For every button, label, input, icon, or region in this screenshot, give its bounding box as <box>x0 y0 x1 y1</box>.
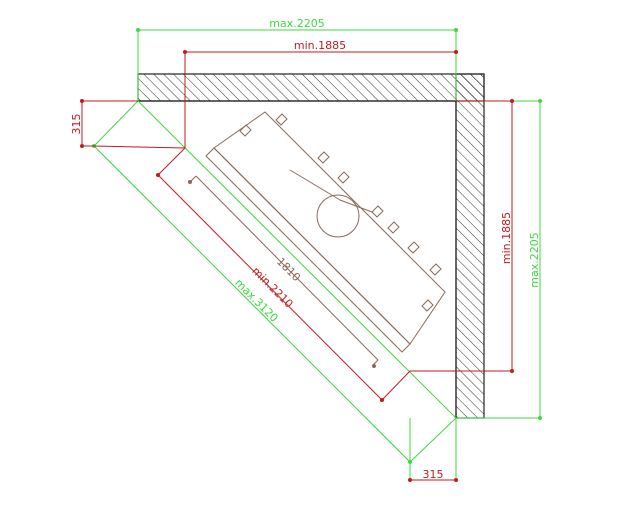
label-top-max: max.2205 <box>269 17 324 30</box>
label-bottom-depth: 315 <box>423 468 444 481</box>
max-dimension-dots <box>92 28 542 464</box>
top-wall <box>137 73 485 102</box>
walls <box>137 73 485 419</box>
min-dimensions <box>81 51 513 481</box>
label-left-depth: 315 <box>70 114 83 135</box>
right-wall <box>455 73 485 419</box>
fireplace-dots <box>188 180 376 368</box>
fireplace-unit <box>189 111 446 367</box>
label-right-max: max.2205 <box>528 232 541 287</box>
flue-opening <box>316 194 360 238</box>
label-top-min: min.1885 <box>294 39 346 52</box>
label-right-min: min.1885 <box>500 212 513 264</box>
max-dimensions <box>93 29 541 482</box>
min-dimension-dots <box>80 50 514 482</box>
wall-corner-fill <box>456 74 484 101</box>
